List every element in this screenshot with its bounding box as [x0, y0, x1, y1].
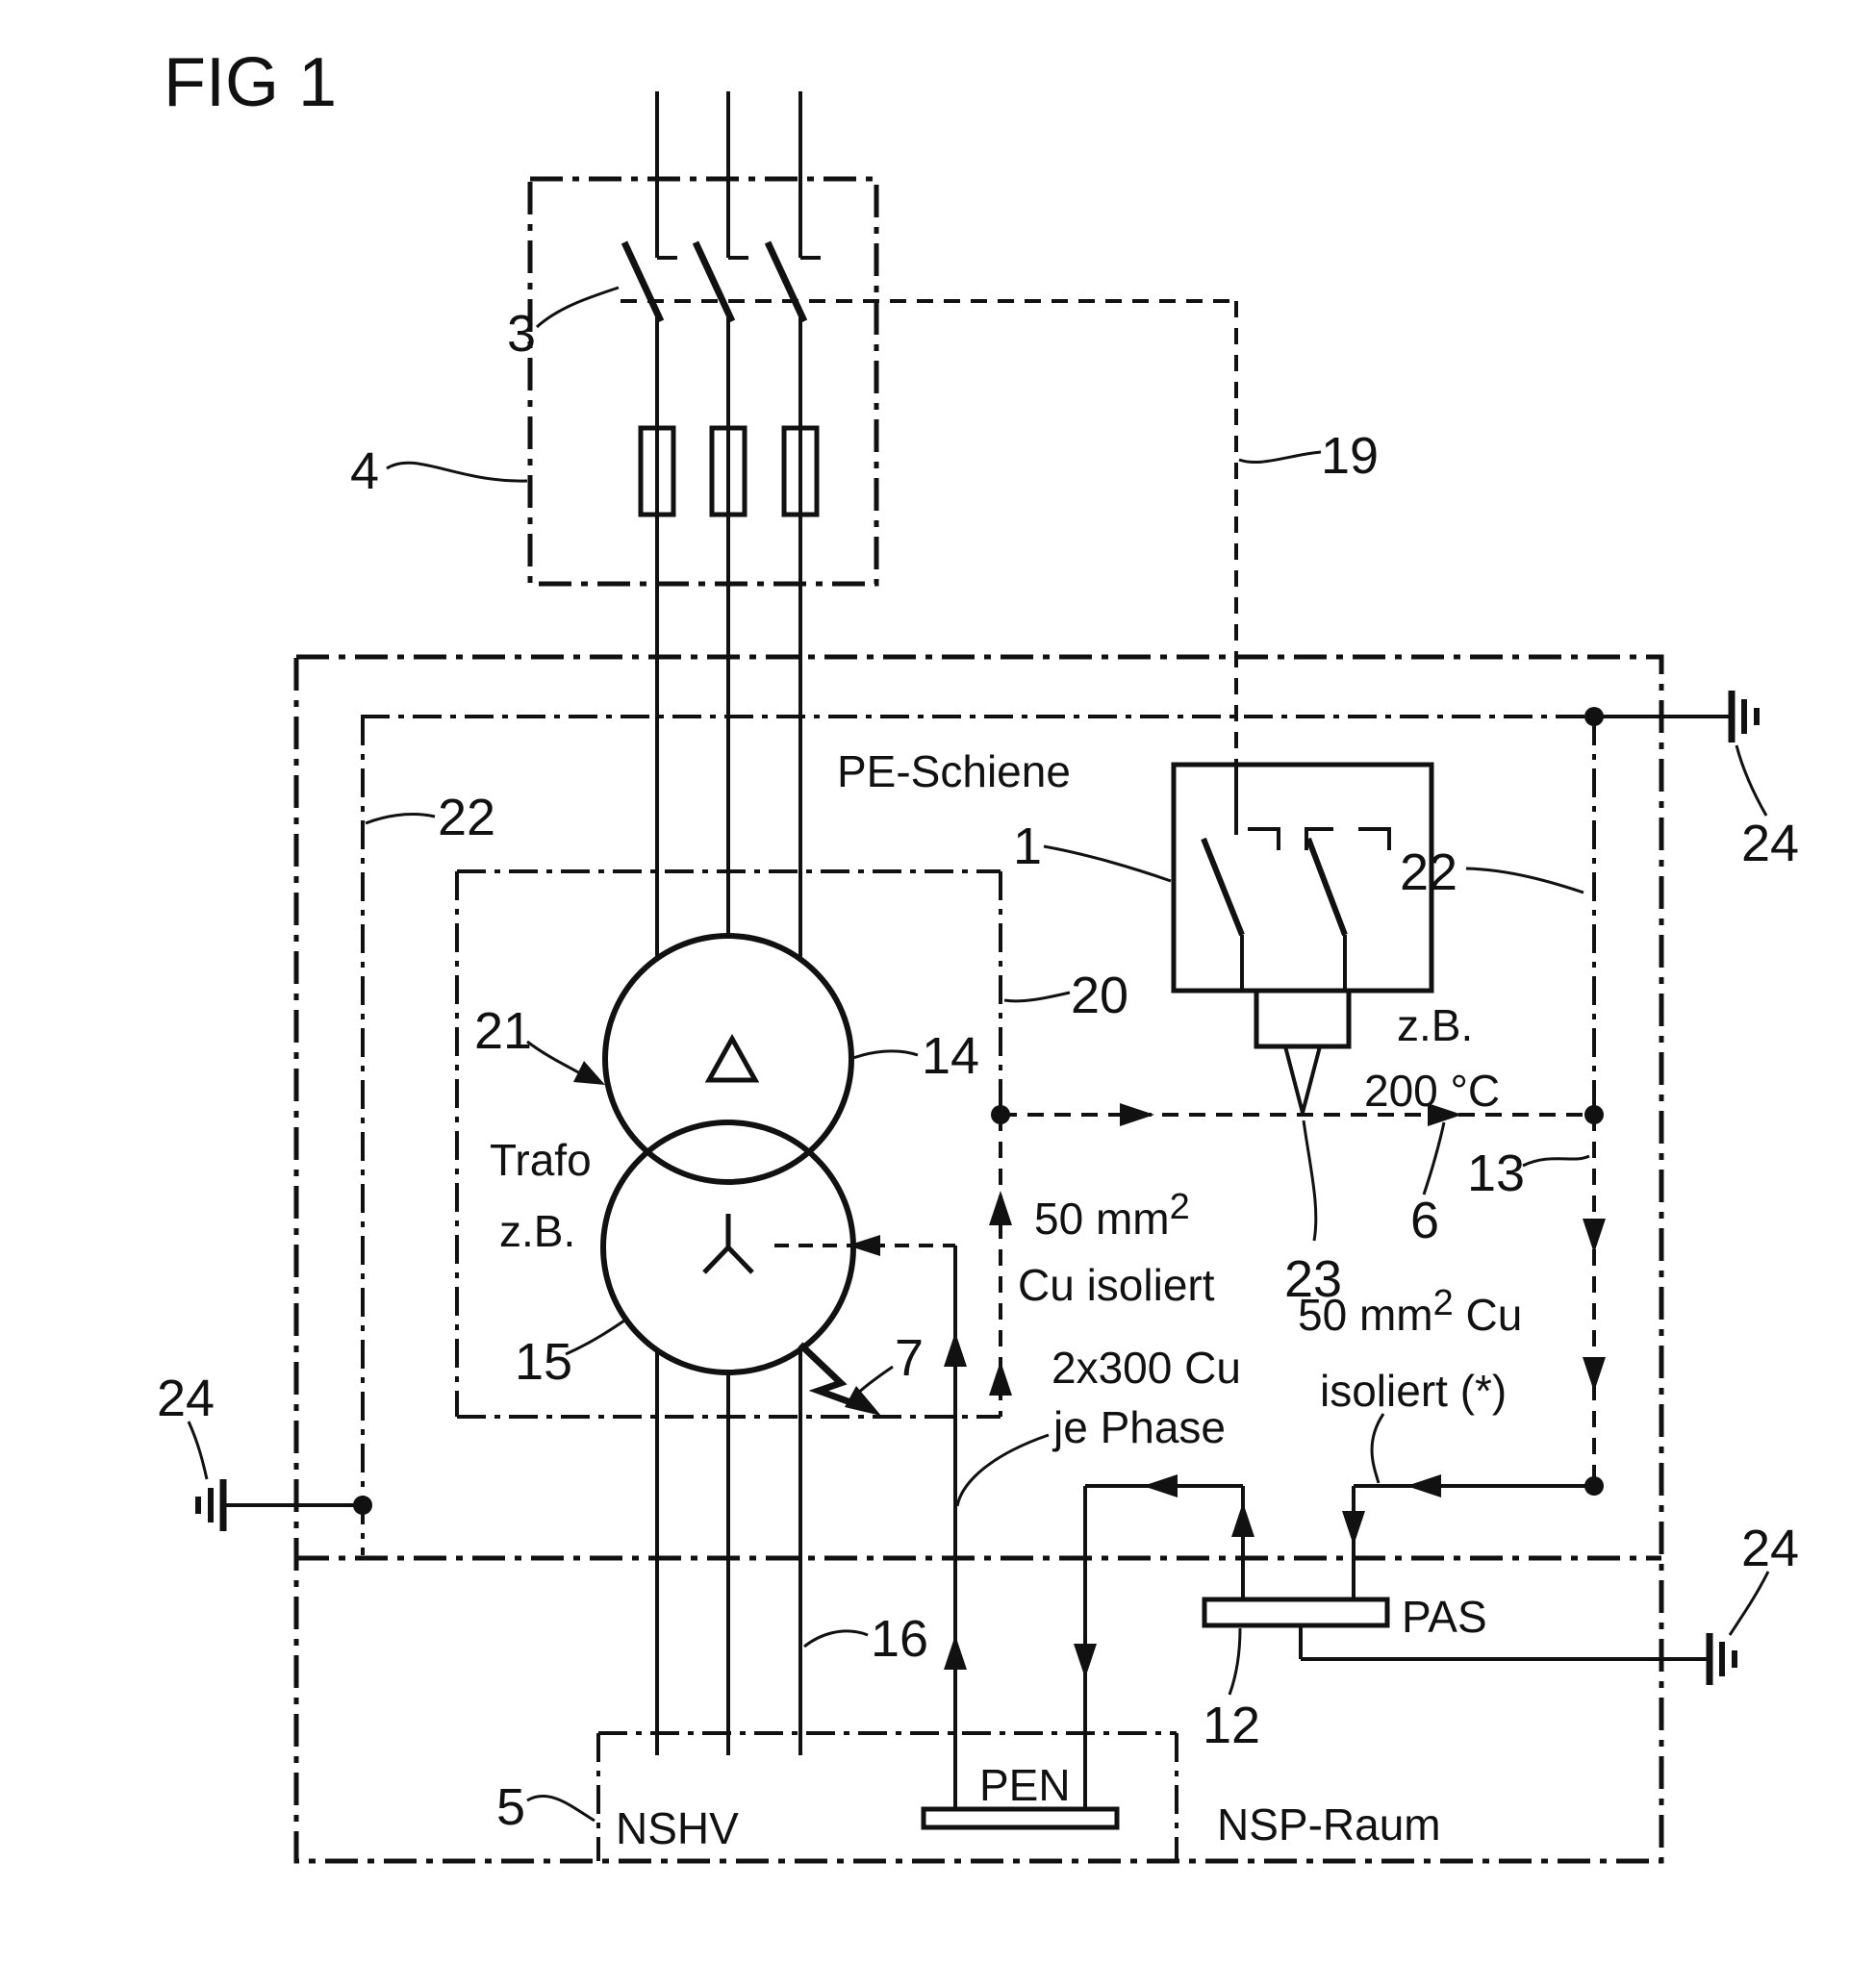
primary-winding-14 [602, 933, 854, 1185]
ground-left [195, 1479, 363, 1531]
disconnector-switches-3 [621, 240, 1236, 323]
pen-busbar [921, 1806, 1120, 1830]
label-22-left: 22 [438, 789, 495, 846]
label-21: 21 [474, 1002, 532, 1060]
pen-label: PEN [979, 1760, 1071, 1810]
label-16: 16 [871, 1610, 928, 1668]
delta-symbol [704, 1033, 760, 1083]
arrow-left-icon [1143, 1474, 1178, 1497]
nshv-label: NSHV [616, 1803, 739, 1853]
label-6: 6 [1410, 1192, 1439, 1249]
label-23: 23 [1284, 1250, 1342, 1308]
junction-dots [353, 707, 1604, 1515]
label-24-left: 24 [157, 1370, 215, 1427]
cable-50mm2b-line2: isoliert (*) [1320, 1366, 1507, 1416]
label-5: 5 [496, 1778, 525, 1836]
switchgear-box-4 [527, 176, 879, 587]
arrow-left-icon [848, 1235, 880, 1256]
arrow-right-icon [1120, 1103, 1154, 1126]
trafo-label-line1: Trafo [490, 1135, 592, 1185]
lightning-arrowhead-icon [845, 1386, 881, 1416]
neutral-link-dashed [774, 1235, 955, 1256]
cable-50mm2-line2: Cu isoliert [1018, 1260, 1215, 1310]
monitor-box-1 [1171, 762, 1434, 994]
label-4: 4 [350, 442, 379, 500]
label-7: 7 [895, 1329, 924, 1387]
arrow-up-icon [989, 1361, 1012, 1396]
arrow-up-icon [944, 1635, 967, 1670]
cable-50mm2b-line1: 50 mm2 Cu [1298, 1283, 1522, 1340]
arrowhead-icon [573, 1061, 605, 1085]
arrow-right-icon [1428, 1103, 1462, 1126]
fault-lightning-7 [798, 1342, 881, 1416]
temp-label-line2: 200 °C [1364, 1066, 1500, 1116]
label-3: 3 [507, 305, 536, 363]
arrow-up-icon [1231, 1502, 1254, 1537]
cable-50mm2-line1: 50 mm2 [1034, 1187, 1190, 1244]
arrow-up-icon [944, 1332, 967, 1367]
outer-building-box [293, 654, 1664, 1864]
label-13: 13 [1467, 1145, 1525, 1202]
label-20: 20 [1071, 967, 1128, 1024]
label-12: 12 [1203, 1697, 1260, 1754]
trafo-label-line2: z.B. [499, 1206, 575, 1256]
pen-riser-label-line2: je Phase [1052, 1402, 1226, 1452]
label-19: 19 [1321, 427, 1379, 485]
arrow-down-icon [1342, 1511, 1365, 1546]
probe-funnel-23 [1254, 988, 1352, 1114]
label-14: 14 [922, 1027, 979, 1085]
arrow-up-icon [989, 1191, 1012, 1225]
pen-riser-label-line1: 2x300 Cu [1052, 1343, 1241, 1393]
figure-title: FIG 1 [164, 44, 337, 121]
label-1: 1 [1013, 818, 1042, 875]
fuses-4 [638, 425, 820, 517]
pe-schiene-label: PE-Schiene [837, 746, 1071, 796]
label-24-bottom-right: 24 [1741, 1520, 1799, 1577]
wye-symbol [702, 1214, 754, 1274]
pas-label: PAS [1402, 1592, 1487, 1642]
pen-down-conductor [1083, 1484, 1245, 1809]
pas-feed-conductor [1352, 1484, 1594, 1599]
arrow-down-icon [1583, 1219, 1606, 1253]
nsp-raum-label: NSP-Raum [1217, 1799, 1441, 1850]
label-15: 15 [515, 1333, 572, 1391]
arrow-down-icon [1074, 1644, 1097, 1678]
nshv-box-5 [596, 1731, 1178, 1861]
pe-rail-line [361, 715, 1596, 1555]
arrow-left-icon [1406, 1474, 1441, 1497]
leader-lines [187, 286, 1770, 1823]
label-21-arrow [526, 1040, 605, 1085]
label-24-top-right: 24 [1741, 815, 1799, 872]
phase-lines [655, 91, 802, 1755]
ground-bottom-right [1301, 1633, 1737, 1685]
flow-arrows [944, 1103, 1606, 1678]
transformer [600, 933, 856, 1375]
ground-top-right [1594, 691, 1760, 742]
temp-label-line1: z.B. [1397, 1000, 1473, 1050]
label-22-right: 22 [1400, 843, 1457, 901]
pas-busbar-12 [1202, 1597, 1390, 1659]
arrow-down-icon [1583, 1357, 1606, 1392]
